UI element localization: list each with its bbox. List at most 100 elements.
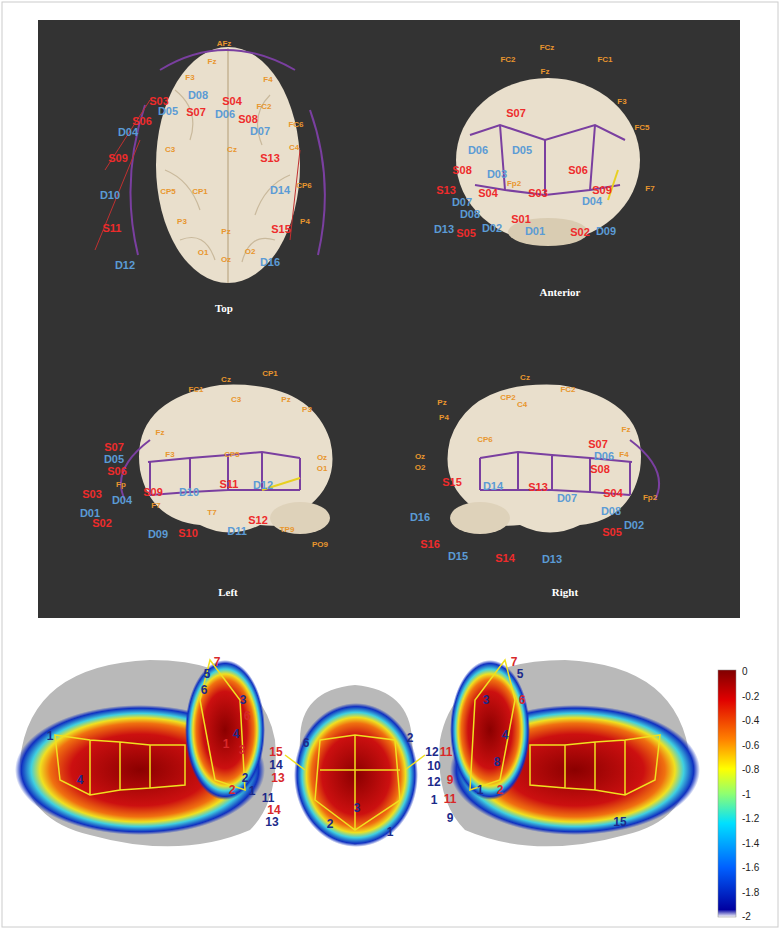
source-label: S03 — [82, 489, 102, 500]
colorbar-tick: -0.8 — [742, 765, 759, 775]
channel-number: 11 — [440, 746, 453, 758]
channel-number: 4 — [233, 728, 240, 740]
electrode-label: P4 — [439, 414, 449, 422]
electrode-label: Cz — [221, 376, 231, 384]
electrode-label: FC2 — [500, 56, 515, 64]
channel-number: 1 — [249, 785, 256, 797]
electrode-label: F7 — [645, 185, 654, 193]
source-label: S09 — [592, 185, 612, 196]
detector-label: D04 — [118, 127, 138, 138]
source-label: S03 — [528, 188, 548, 199]
detector-label: D12 — [253, 480, 273, 491]
colorbar-tick: -1.6 — [742, 863, 759, 873]
detector-label: D15 — [448, 551, 468, 562]
detector-label: D16 — [410, 512, 430, 523]
electrode-label: F3 — [617, 98, 626, 106]
channel-number: 1 — [47, 730, 54, 742]
electrode-label: Oz — [221, 256, 231, 264]
channel-number: 3 — [239, 744, 246, 756]
source-label: S05 — [602, 527, 622, 538]
channel-number: 8 — [494, 756, 501, 768]
electrode-label: F3 — [185, 74, 194, 82]
channel-number: 5 — [517, 668, 524, 680]
detector-label: D12 — [115, 260, 135, 271]
source-label: S06 — [107, 466, 127, 477]
electrode-label: Fz — [208, 58, 217, 66]
source-label: S10 — [178, 528, 198, 539]
electrode-label: FC5 — [634, 124, 649, 132]
electrode-label: FC6 — [288, 121, 303, 129]
channel-number: 3 — [240, 694, 247, 706]
source-label: S04 — [222, 96, 242, 107]
source-label: S02 — [92, 518, 112, 529]
electrode-label: O1 — [198, 249, 209, 257]
colorbar-tick: -2 — [742, 912, 751, 922]
detector-label: D11 — [227, 526, 247, 537]
electrode-label: P3 — [177, 218, 187, 226]
detector-label: D05 — [158, 106, 178, 117]
channel-number: 2 — [497, 784, 504, 796]
electrode-label: PO9 — [312, 541, 328, 549]
electrode-label: CP1 — [262, 370, 278, 378]
source-label: S08 — [452, 165, 472, 176]
electrode-label: Cz — [520, 374, 530, 382]
channel-number: 5 — [204, 668, 211, 680]
channel-number: 4 — [502, 729, 509, 741]
electrode-label: CP5 — [224, 451, 240, 459]
colorbar-tick: 0 — [742, 667, 748, 677]
electrode-label: Fp2 — [643, 494, 657, 502]
source-label: S16 — [420, 539, 440, 550]
view-title: Left — [218, 587, 238, 598]
detector-label: D07 — [452, 197, 472, 208]
electrode-label: F3 — [165, 451, 174, 459]
electrode-label: FCz — [540, 44, 555, 52]
colorbar-tick: -0.2 — [742, 692, 759, 702]
electrode-label: Fz — [541, 68, 550, 76]
source-label: S04 — [603, 488, 623, 499]
source-label: S01 — [511, 214, 531, 225]
electrode-label: O2 — [245, 248, 256, 256]
channel-number: 3 — [483, 694, 490, 706]
channel-number: 10 — [427, 760, 440, 772]
source-label: S13 — [528, 482, 548, 493]
electrode-label: C3 — [231, 396, 241, 404]
source-label: S08 — [238, 114, 258, 125]
detector-label: D16 — [260, 257, 280, 268]
source-label: S07 — [186, 107, 206, 118]
electrode-label: Cz — [227, 146, 237, 154]
electrode-label: O1 — [317, 465, 328, 473]
source-label: S06 — [568, 165, 588, 176]
source-label: S02 — [570, 227, 590, 238]
electrode-label: F7 — [151, 502, 160, 510]
source-label: S14 — [495, 553, 515, 564]
electrode-label: C4 — [517, 401, 527, 409]
electrode-label: F4 — [619, 451, 628, 459]
source-label: S11 — [103, 223, 122, 234]
electrode-label: O2 — [415, 464, 426, 472]
electrode-label: F4 — [263, 76, 272, 84]
channel-number: 1 — [477, 784, 484, 796]
electrode-label: FC2 — [560, 386, 575, 394]
channel-number: 9 — [447, 774, 454, 786]
channel-number: 6 — [244, 710, 251, 722]
electrode-label: P4 — [300, 218, 310, 226]
detector-label: D05 — [512, 145, 532, 156]
electrode-label: FC1 — [597, 56, 612, 64]
electrode-label: AFz — [217, 40, 232, 48]
channel-number: 12 — [425, 746, 438, 758]
detector-label: D07 — [250, 126, 270, 137]
detector-label: D10 — [179, 487, 199, 498]
electrode-label: TP9 — [280, 526, 295, 534]
electrode-label: C4 — [289, 144, 299, 152]
source-label: S06 — [132, 116, 152, 127]
channel-number: 11 — [444, 793, 457, 805]
electrode-label: CP6 — [296, 182, 312, 190]
colorbar-tick: -0.4 — [742, 716, 759, 726]
source-label: S09 — [108, 153, 128, 164]
colorbar-tick: -1 — [742, 790, 751, 800]
electrode-label: CP2 — [500, 394, 516, 402]
source-label: S11 — [220, 479, 239, 490]
electrode-label: T7 — [207, 509, 216, 517]
detector-label: D03 — [487, 169, 507, 180]
